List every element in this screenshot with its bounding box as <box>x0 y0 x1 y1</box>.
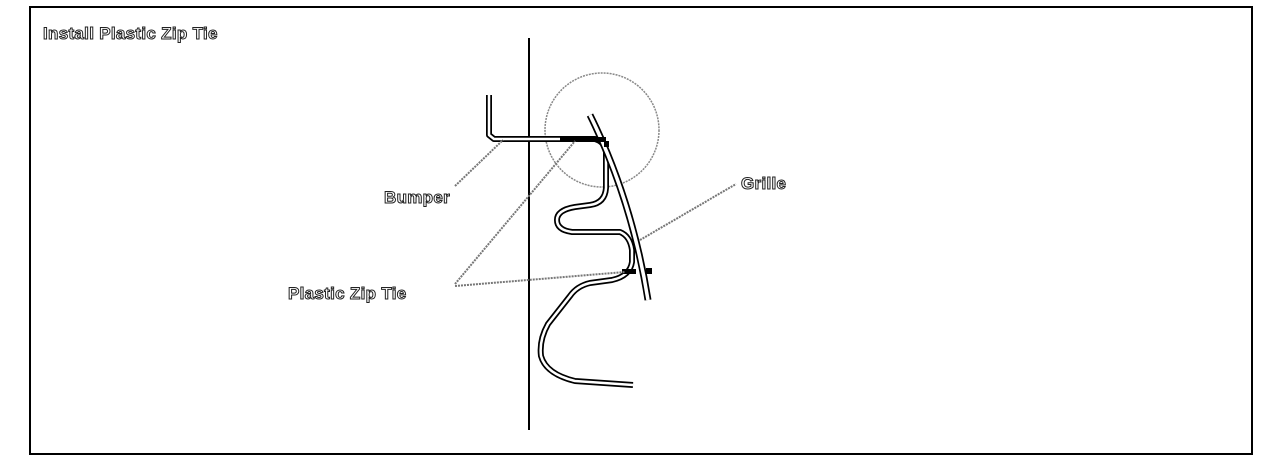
grille-profile <box>586 113 652 301</box>
grille-label: Grille <box>740 174 787 194</box>
bumper-label: Bumper <box>383 188 451 208</box>
detail-circle <box>544 72 660 188</box>
zip-tie-upper <box>560 137 609 147</box>
diagram-frame <box>29 6 1253 455</box>
zip-tie-leader-line-lower <box>454 271 626 287</box>
zip-tie-leader-line-upper <box>454 140 576 285</box>
bumper-profile <box>486 95 635 388</box>
zip-tie-label: Plastic Zip Tie <box>288 284 407 304</box>
zip-tie-lower <box>622 268 652 274</box>
bumper-leader-line <box>454 139 504 187</box>
grille-leader-line <box>639 183 737 241</box>
diagram-title: Install Plastic Zip Tie <box>43 24 218 44</box>
